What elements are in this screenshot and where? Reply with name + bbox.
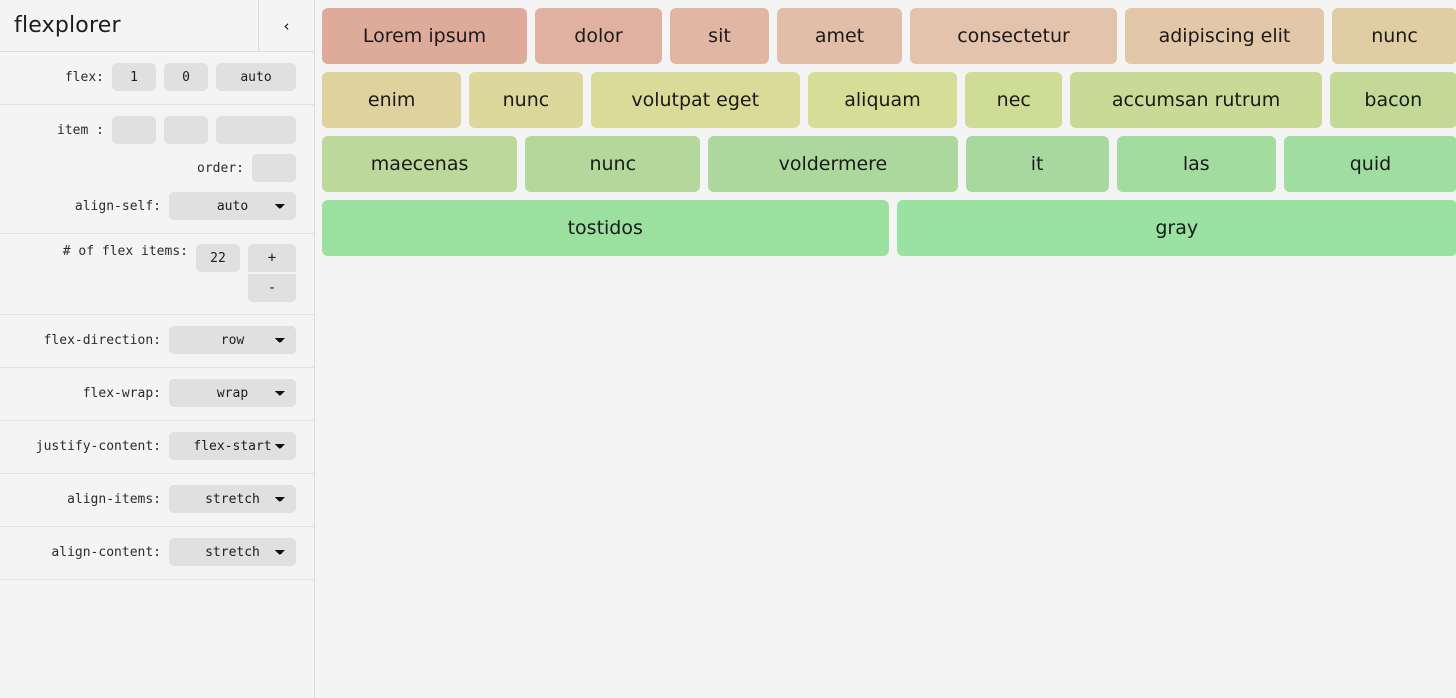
item-count-input[interactable] [196,244,240,272]
flex-item[interactable]: aliquam [807,72,958,128]
flex-wrap-select[interactable]: nowrapwrapwrap-reverse [169,379,296,407]
align-items-row: align-items: stretchflex-startflex-endcen… [0,484,296,514]
flex-shorthand-row: flex: [0,62,296,92]
order-input[interactable] [252,154,296,182]
align-items-select[interactable]: stretchflex-startflex-endcenterbaseline [169,485,296,513]
flex-item[interactable]: bacon [1329,72,1456,128]
section-item-count: # of flex items: + - [0,234,314,315]
flex-direction-row: flex-direction: rowrow-reversecolumncolum… [0,325,296,355]
item-row: item : [0,115,296,145]
align-self-select[interactable]: autoflex-startflex-endcenterbaselinestre… [169,192,296,220]
item-count-label: # of flex items: [62,244,188,259]
flex-item[interactable]: nec [965,72,1063,128]
align-content-select[interactable]: stretchflex-startflex-endcenterspace-bet… [169,538,296,566]
decrement-button[interactable]: - [248,274,296,302]
section-flex-shorthand: flex: [0,52,314,105]
justify-content-label: justify-content: [35,438,161,454]
flex-basis-input[interactable] [216,63,296,91]
flex-item[interactable]: nunc [469,72,583,128]
flex-item[interactable]: adipiscing elit [1125,8,1324,64]
sidebar-header: flexplorer ‹ [0,0,314,52]
item-label: item : [57,122,104,138]
chevron-left-icon[interactable]: ‹ [258,0,314,51]
section-align-content: align-content: stretchflex-startflex-endc… [0,527,314,580]
flex-item[interactable]: enim [322,72,462,128]
flex-item[interactable]: nunc [525,136,701,192]
order-row: order: [0,153,296,183]
flex-item[interactable]: tostidos [322,200,889,256]
align-self-row: align-self: autoflex-startflex-endcenter… [0,191,296,221]
flex-item[interactable]: voldermere [708,136,958,192]
order-label: order: [197,160,244,176]
flex-item[interactable]: sit [670,8,769,64]
flex-item[interactable]: amet [777,8,902,64]
flex-shrink-input[interactable] [164,63,208,91]
align-content-row: align-content: stretchflex-startflex-endc… [0,537,296,567]
section-justify-content: justify-content: flex-startflex-endcenter… [0,421,314,474]
justify-content-select[interactable]: flex-startflex-endcenterspace-betweenspa… [169,432,296,460]
flex-direction-label: flex-direction: [43,332,161,348]
flex-wrap-row: flex-wrap: nowrapwrapwrap-reverse [0,378,296,408]
flex-direction-select[interactable]: rowrow-reversecolumncolumn-reverse [169,326,296,354]
align-items-label: align-items: [67,491,161,507]
justify-content-row: justify-content: flex-startflex-endcenter… [0,431,296,461]
section-align-items: align-items: stretchflex-startflex-endcen… [0,474,314,527]
section-flex-direction: flex-direction: rowrow-reversecolumncolum… [0,315,314,368]
flex-item[interactable]: it [965,136,1109,192]
flex-item[interactable]: dolor [535,8,662,64]
container-property-sections: flex-direction: rowrow-reversecolumncolum… [0,315,314,580]
align-self-label: align-self: [74,198,161,214]
item-grow-input[interactable] [112,116,156,144]
flex-item[interactable]: Lorem ipsum [322,8,527,64]
section-flex-wrap: flex-wrap: nowrapwrapwrap-reverse [0,368,314,421]
flex-item[interactable]: nunc [1332,8,1456,64]
item-count-row: # of flex items: + - [0,244,296,302]
section-item-properties: item : order: align-self: autoflex-start… [0,105,314,234]
flex-wrap-label: flex-wrap: [82,385,161,401]
item-count-stepper: + - [248,244,296,302]
app-title: flexplorer [14,13,121,38]
flex-item[interactable]: maecenas [322,136,518,192]
sidebar: flexplorer ‹ flex: item : order: [0,0,315,698]
flex-grow-input[interactable] [112,63,156,91]
flex-item[interactable]: volutpat eget [590,72,800,128]
flex-item[interactable]: accumsan rutrum [1070,72,1322,128]
increment-button[interactable]: + [248,244,296,272]
flex-item[interactable]: quid [1283,136,1456,192]
flex-item[interactable]: las [1116,136,1276,192]
flex-item[interactable]: consectetur [910,8,1117,64]
flex-label: flex: [64,69,104,85]
align-content-label: align-content: [51,544,161,560]
flex-item[interactable]: gray [896,200,1456,256]
item-basis-input[interactable] [216,116,296,144]
item-shrink-input[interactable] [164,116,208,144]
